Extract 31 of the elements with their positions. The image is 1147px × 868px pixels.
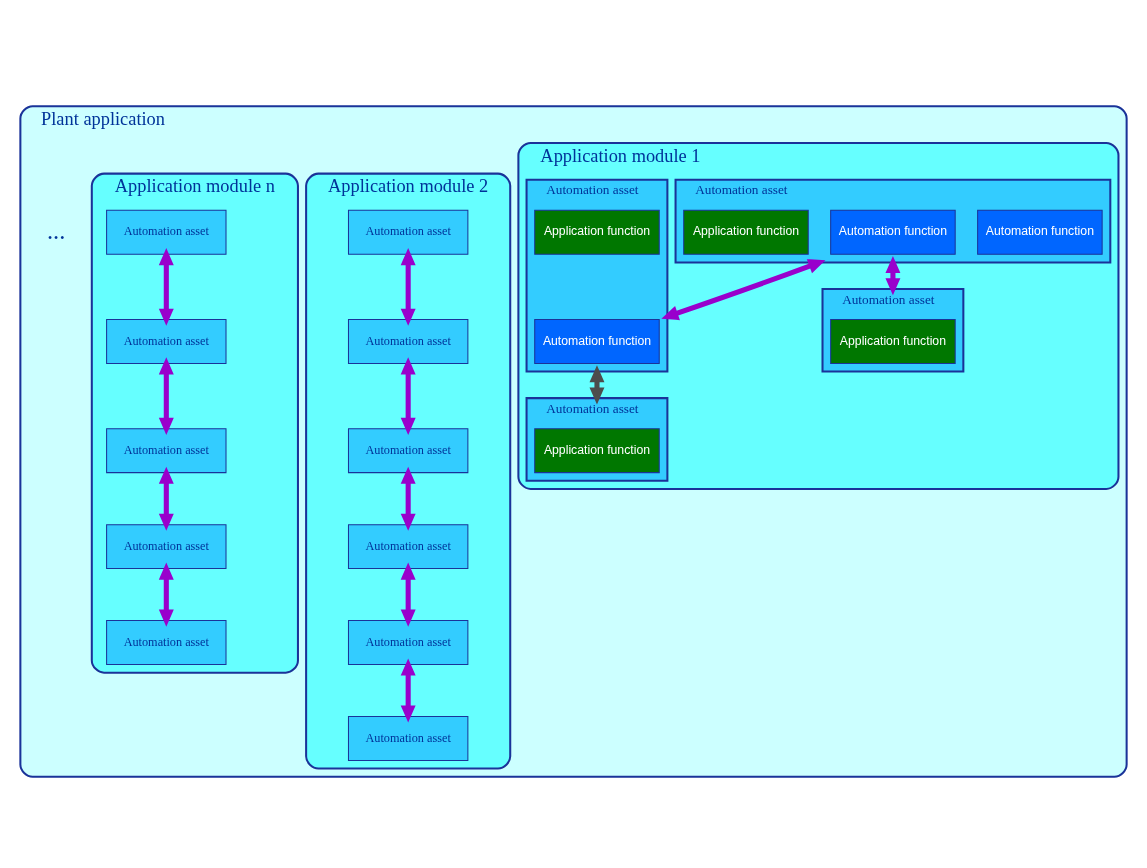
arrow bbox=[400, 466, 416, 531]
arrow bbox=[400, 356, 416, 435]
node-box: Automation function bbox=[534, 318, 660, 364]
node-box: Application function bbox=[534, 427, 660, 473]
arrow bbox=[400, 247, 416, 326]
node-box: Automation asset bbox=[347, 318, 469, 364]
arrow bbox=[158, 562, 174, 627]
node-box: Automation asset bbox=[106, 427, 227, 473]
label: ... bbox=[46, 216, 66, 244]
node-box: Automation asset bbox=[347, 715, 469, 761]
node-box: Automation function bbox=[977, 209, 1103, 255]
arrow bbox=[589, 364, 605, 404]
arrow bbox=[661, 258, 826, 320]
node-box: Automation function bbox=[830, 209, 956, 255]
node-box: Automation asset bbox=[106, 318, 227, 364]
node-box: Automation asset bbox=[106, 209, 227, 255]
node-box: Automation asset bbox=[347, 427, 469, 473]
arrow bbox=[400, 658, 416, 723]
node-box: Automation asset bbox=[347, 619, 469, 665]
node-box: Automation asset bbox=[106, 523, 227, 569]
arrow bbox=[158, 356, 174, 435]
arrow bbox=[158, 466, 174, 531]
node-box: Automation asset bbox=[347, 523, 469, 569]
arrow bbox=[400, 562, 416, 627]
node-box: Application function bbox=[683, 209, 809, 255]
node-box: Automation asset bbox=[106, 619, 227, 665]
node-box: Application function bbox=[830, 318, 956, 364]
arrow bbox=[885, 255, 901, 295]
arrow bbox=[158, 247, 174, 326]
node-box: Automation asset bbox=[347, 209, 469, 255]
node-box: Application function bbox=[534, 209, 660, 255]
